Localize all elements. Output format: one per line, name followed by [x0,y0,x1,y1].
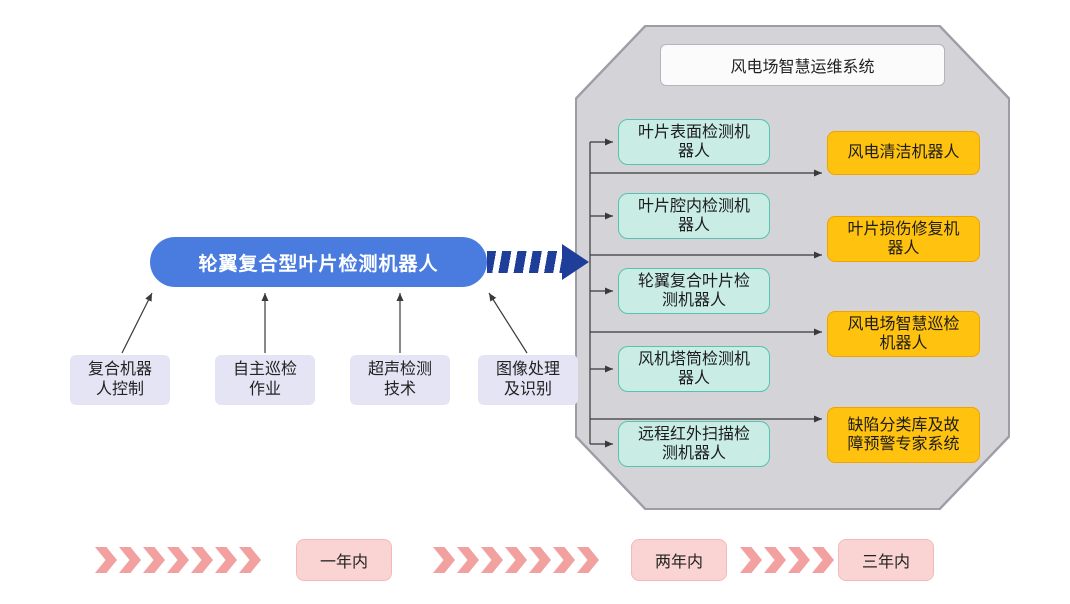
chevron-icon [457,547,479,573]
tech-box-ultrasonic-testing: 超声检测技术 [350,355,450,405]
chevron-icon [433,547,455,573]
product-box-cleaning-robot: 风电清洁机器人 [827,131,980,175]
chevron-icon [119,547,141,573]
tech-box-image-processing: 图像处理及识别 [478,355,578,405]
robot-box-blade-cavity: 叶片腔内检测机器人 [618,193,770,239]
chevron-icon [95,547,117,573]
chevron-icon [812,547,834,573]
chevron-icon [577,547,599,573]
timeline-chevrons-1 [95,547,263,573]
milestone-two-years: 两年内 [631,539,727,581]
milestone-one-year: 一年内 [296,539,392,581]
dashed-arrow-head-icon [562,244,589,280]
robot-box-blade-surface: 叶片表面检测机器人 [618,119,770,165]
chevron-icon [764,547,786,573]
chevron-icon [167,547,189,573]
robot-box-remote-infrared: 远程红外扫描检测机器人 [618,421,770,467]
chevron-icon [740,547,762,573]
robot-box-wheel-wing-composite: 轮翼复合叶片检测机器人 [618,268,770,314]
chevron-icon [481,547,503,573]
timeline-chevrons-3 [740,547,836,573]
chevron-icon [191,547,213,573]
chevron-icon [529,547,551,573]
chevron-icon [788,547,810,573]
robot-box-tower-inspection: 风机塔筒检测机器人 [618,346,770,392]
product-box-defect-expert-system: 缺陷分类库及故障预警专家系统 [827,407,980,463]
chevron-icon [239,547,261,573]
dashed-arrow-body [487,251,563,273]
product-box-smart-patrol-robot: 风电场智慧巡检机器人 [827,311,980,357]
chevron-icon [143,547,165,573]
chevron-icon [215,547,237,573]
chevron-icon [553,547,575,573]
main-node: 轮翼复合型叶片检测机器人 [150,237,487,287]
product-box-blade-repair-robot: 叶片损伤修复机器人 [827,216,980,262]
milestone-three-years: 三年内 [838,539,934,581]
tech-box-composite-robot-control: 复合机器人控制 [70,355,170,405]
chevron-icon [505,547,527,573]
system-title: 风电场智慧运维系统 [660,44,945,86]
timeline-chevrons-2 [433,547,601,573]
tech-box-autonomous-inspection: 自主巡检作业 [215,355,315,405]
